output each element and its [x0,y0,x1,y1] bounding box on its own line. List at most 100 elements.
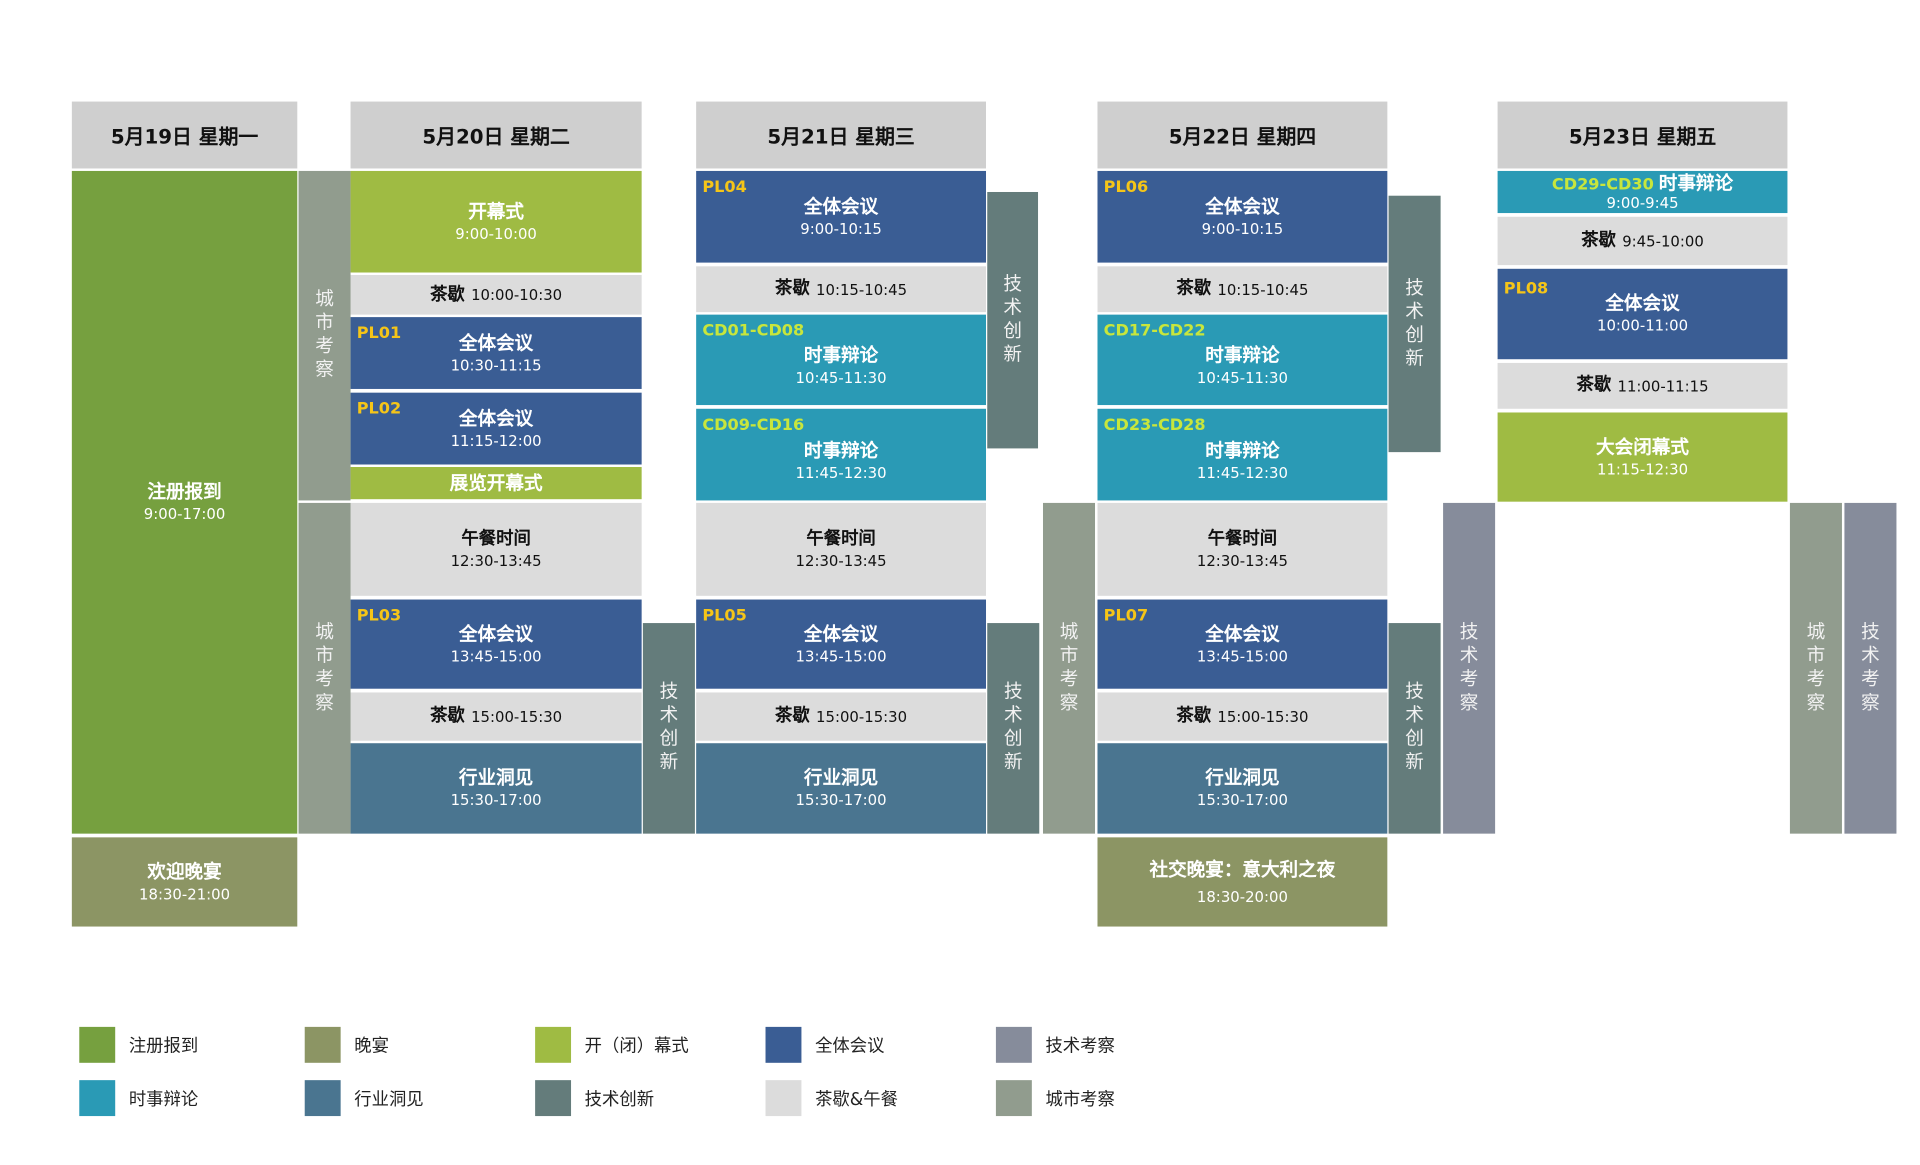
legend-swatch [995,1026,1032,1063]
legend-item: 全体会议 [765,1026,885,1063]
session-title: 行业洞见 [803,766,879,790]
session-title: 全体会议 [458,331,534,354]
session-title: 注册报到 [147,480,222,503]
session-time: 9:00-10:15 [800,219,882,238]
session-lunch: 午餐时间 12:30-13:45 [1097,502,1388,596]
legend-item: 注册报到 [79,1026,199,1063]
session-title: 全体会议 [458,406,534,430]
session-title: 大会闭幕式 [1596,435,1689,458]
legend-item: 时事辩论 [79,1080,199,1117]
session-title: 时事辩论 [1205,344,1280,367]
session-social-dinner: 社交晚宴：意大利之夜 18:30-20:00 [1097,837,1388,927]
session-time: 9:00-9:45 [1606,194,1679,212]
legend-label: 注册报到 [128,1036,199,1056]
legend-item: 技术考察 [995,1026,1115,1063]
session-tea-break: 茶歇 10:15-10:45 [696,266,987,313]
session-time: 9:45-10:00 [1622,232,1704,250]
session-code: CD23-CD28 [1103,416,1206,435]
session-time: 13:45-15:00 [795,647,887,665]
session-title: 全体会议 [1205,195,1280,218]
session-code: PL07 [1103,606,1149,626]
legend-swatch [535,1080,572,1117]
session-time: 12:30-13:45 [450,552,542,570]
session-time: 10:15-10:45 [816,280,908,298]
session-time: 13:45-15:00 [450,647,542,665]
session-code: PL03 [356,606,402,626]
session-title: 行业洞见 [1205,766,1280,790]
session-time: 12:30-13:45 [1196,552,1288,570]
day-header-tue: 5月20日 星期二 [350,101,642,169]
session-title: 社交晚宴：意大利之夜 [1149,857,1336,881]
day-header-thu: 5月22日 星期四 [1097,101,1388,169]
legend-item: 开（闭）幕式 [535,1026,689,1063]
legend-swatch [79,1080,116,1117]
session-title: 全体会议 [1205,622,1280,645]
legend-swatch [79,1026,116,1063]
legend-label: 城市考察 [1045,1089,1115,1110]
session-title: 茶歇 [1176,278,1212,299]
legend-label: 茶歇&午餐 [815,1089,898,1110]
session-time: 11:45-12:30 [1196,463,1288,482]
track-city-visit: 城市考察 [298,170,351,501]
track-tech-innovation: 技术创新 [642,623,695,834]
session-title: 午餐时间 [1207,528,1278,549]
day-header-fri: 5月23日 星期五 [1497,101,1788,169]
legend-swatch [995,1080,1032,1117]
session-code: PL06 [1103,178,1149,197]
session-code: PL05 [702,606,747,626]
session-title: 行业洞见 [458,766,534,790]
session-code: PL01 [356,324,402,344]
day-header-wed: 5月21日 星期三 [696,101,987,169]
session-time: 12:30-13:45 [795,552,887,570]
session-time: 18:30-20:00 [1196,887,1288,905]
session-title: 茶歇 [1176,706,1212,726]
session-tea-break: 茶歇 15:00-15:30 [1097,692,1388,741]
legend-item: 行业洞见 [304,1080,424,1117]
session-tea-break: 茶歇 15:00-15:30 [696,692,987,741]
session-time: 10:00-10:30 [471,286,563,304]
legend-label: 技术考察 [1045,1036,1115,1056]
track-tech-innovation: 技术创新 [987,191,1039,449]
track-tech-innovation: 技术创新 [1388,195,1441,453]
legend-label: 时事辩论 [128,1089,199,1110]
legend-swatch [304,1080,341,1117]
session-title: 开幕式 [468,200,524,223]
session-tea-break: 茶歇 15:00-15:30 [350,692,642,741]
track-tech-innovation: 技术创新 [987,623,1040,834]
session-title: 茶歇 [775,706,810,726]
session-time: 11:45-12:30 [795,463,887,482]
session-code: CD29-CD30 [1551,175,1654,195]
session-time: 15:00-15:30 [1217,707,1309,726]
session-title: 茶歇 [775,278,810,299]
legend-item: 城市考察 [995,1080,1115,1117]
session-time: 10:45-11:30 [1196,369,1288,387]
session-time: 10:15-10:45 [1217,280,1309,298]
legend-label: 全体会议 [815,1036,885,1056]
session-title: 展览开幕式 [449,471,543,494]
session-time: 11:15-12:00 [450,431,542,450]
legend-label: 行业洞见 [354,1089,424,1110]
legend-item: 技术创新 [535,1080,654,1117]
session-time: 18:30-21:00 [139,885,231,903]
legend-swatch [304,1026,341,1063]
track-city-visit: 城市考察 [1789,502,1842,834]
legend-label: 开（闭）幕式 [584,1036,689,1056]
